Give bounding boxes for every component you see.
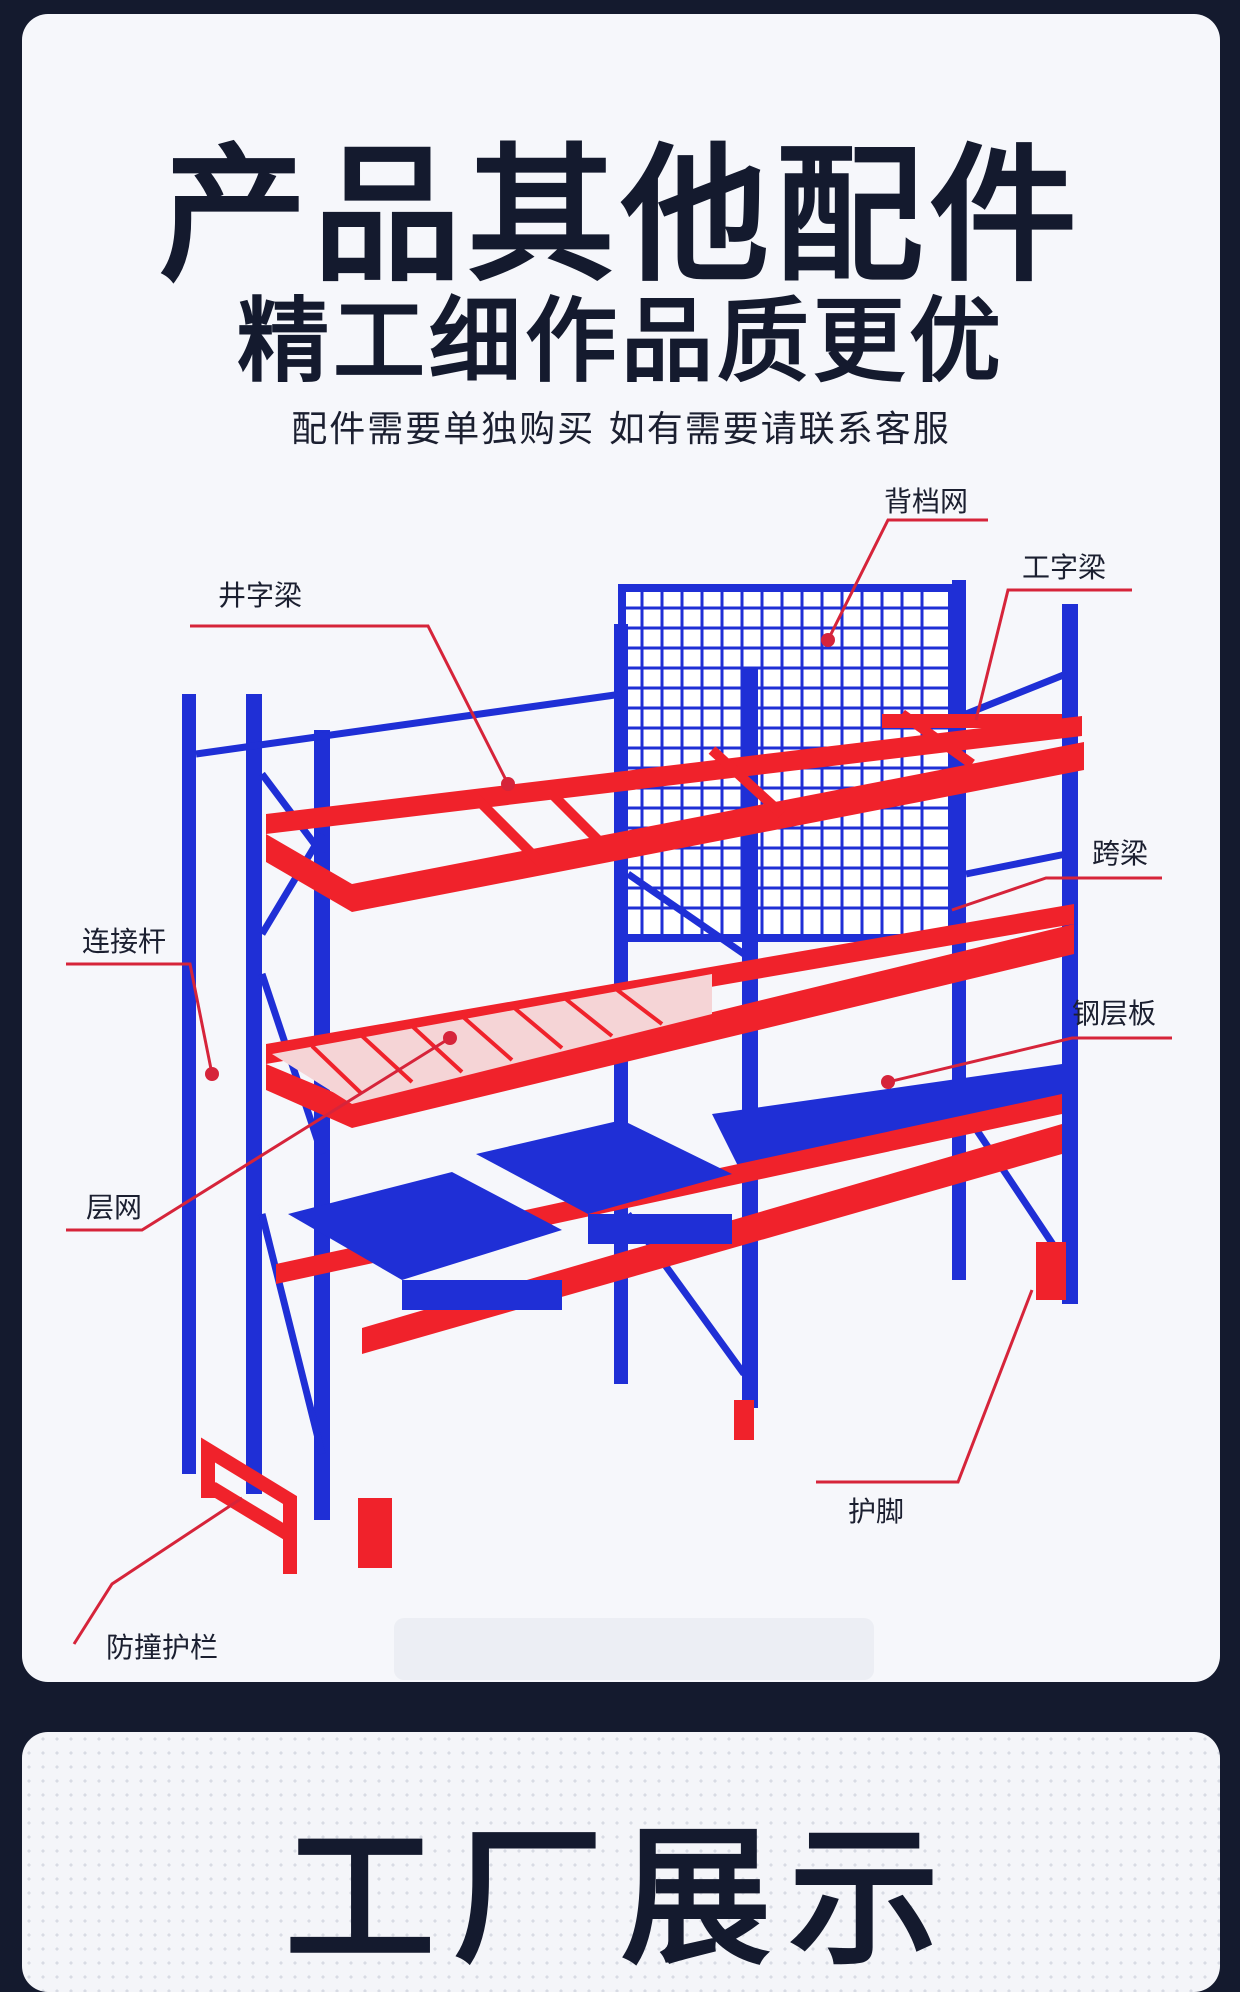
page-subtitle: 精工细作品质更优 xyxy=(236,288,1005,395)
label-guardrail: 防撞护栏 xyxy=(106,1631,219,1664)
factory-title: 工厂展示 xyxy=(284,1812,957,1986)
floor-shadow xyxy=(394,1618,874,1680)
pallets xyxy=(288,1120,732,1310)
label-back-mesh: 背档网 xyxy=(884,485,969,518)
label-cross-beam: 井字梁 xyxy=(218,579,303,612)
label-i-beam: 工字梁 xyxy=(1022,551,1107,584)
label-steel-deck: 钢层板 xyxy=(1072,997,1157,1030)
purchase-note: 配件需要单独购买 如有需要请联系客服 xyxy=(291,409,951,450)
guardrail xyxy=(201,1437,297,1574)
label-span-beam: 跨梁 xyxy=(1092,837,1149,870)
accessories-card: 产品其他配件 精工细作品质更优 配件需要单独购买 如有需要请联系客服 xyxy=(22,14,1220,1682)
steel-deck xyxy=(712,1064,1062,1174)
label-foot-guard: 护脚 xyxy=(848,1495,905,1528)
leader-lines xyxy=(66,518,1172,1645)
label-connector: 连接杆 xyxy=(82,925,167,958)
leader-dots xyxy=(205,633,895,1089)
mesh-deck xyxy=(272,974,712,1104)
factory-card: 工厂展示 xyxy=(22,1732,1220,1992)
foot-guards xyxy=(358,1242,1066,1568)
rack-diagram xyxy=(66,518,1172,1645)
page-title: 产品其他配件 xyxy=(159,130,1083,302)
label-mesh-deck: 层网 xyxy=(86,1191,143,1224)
top-beams xyxy=(266,709,1084,912)
